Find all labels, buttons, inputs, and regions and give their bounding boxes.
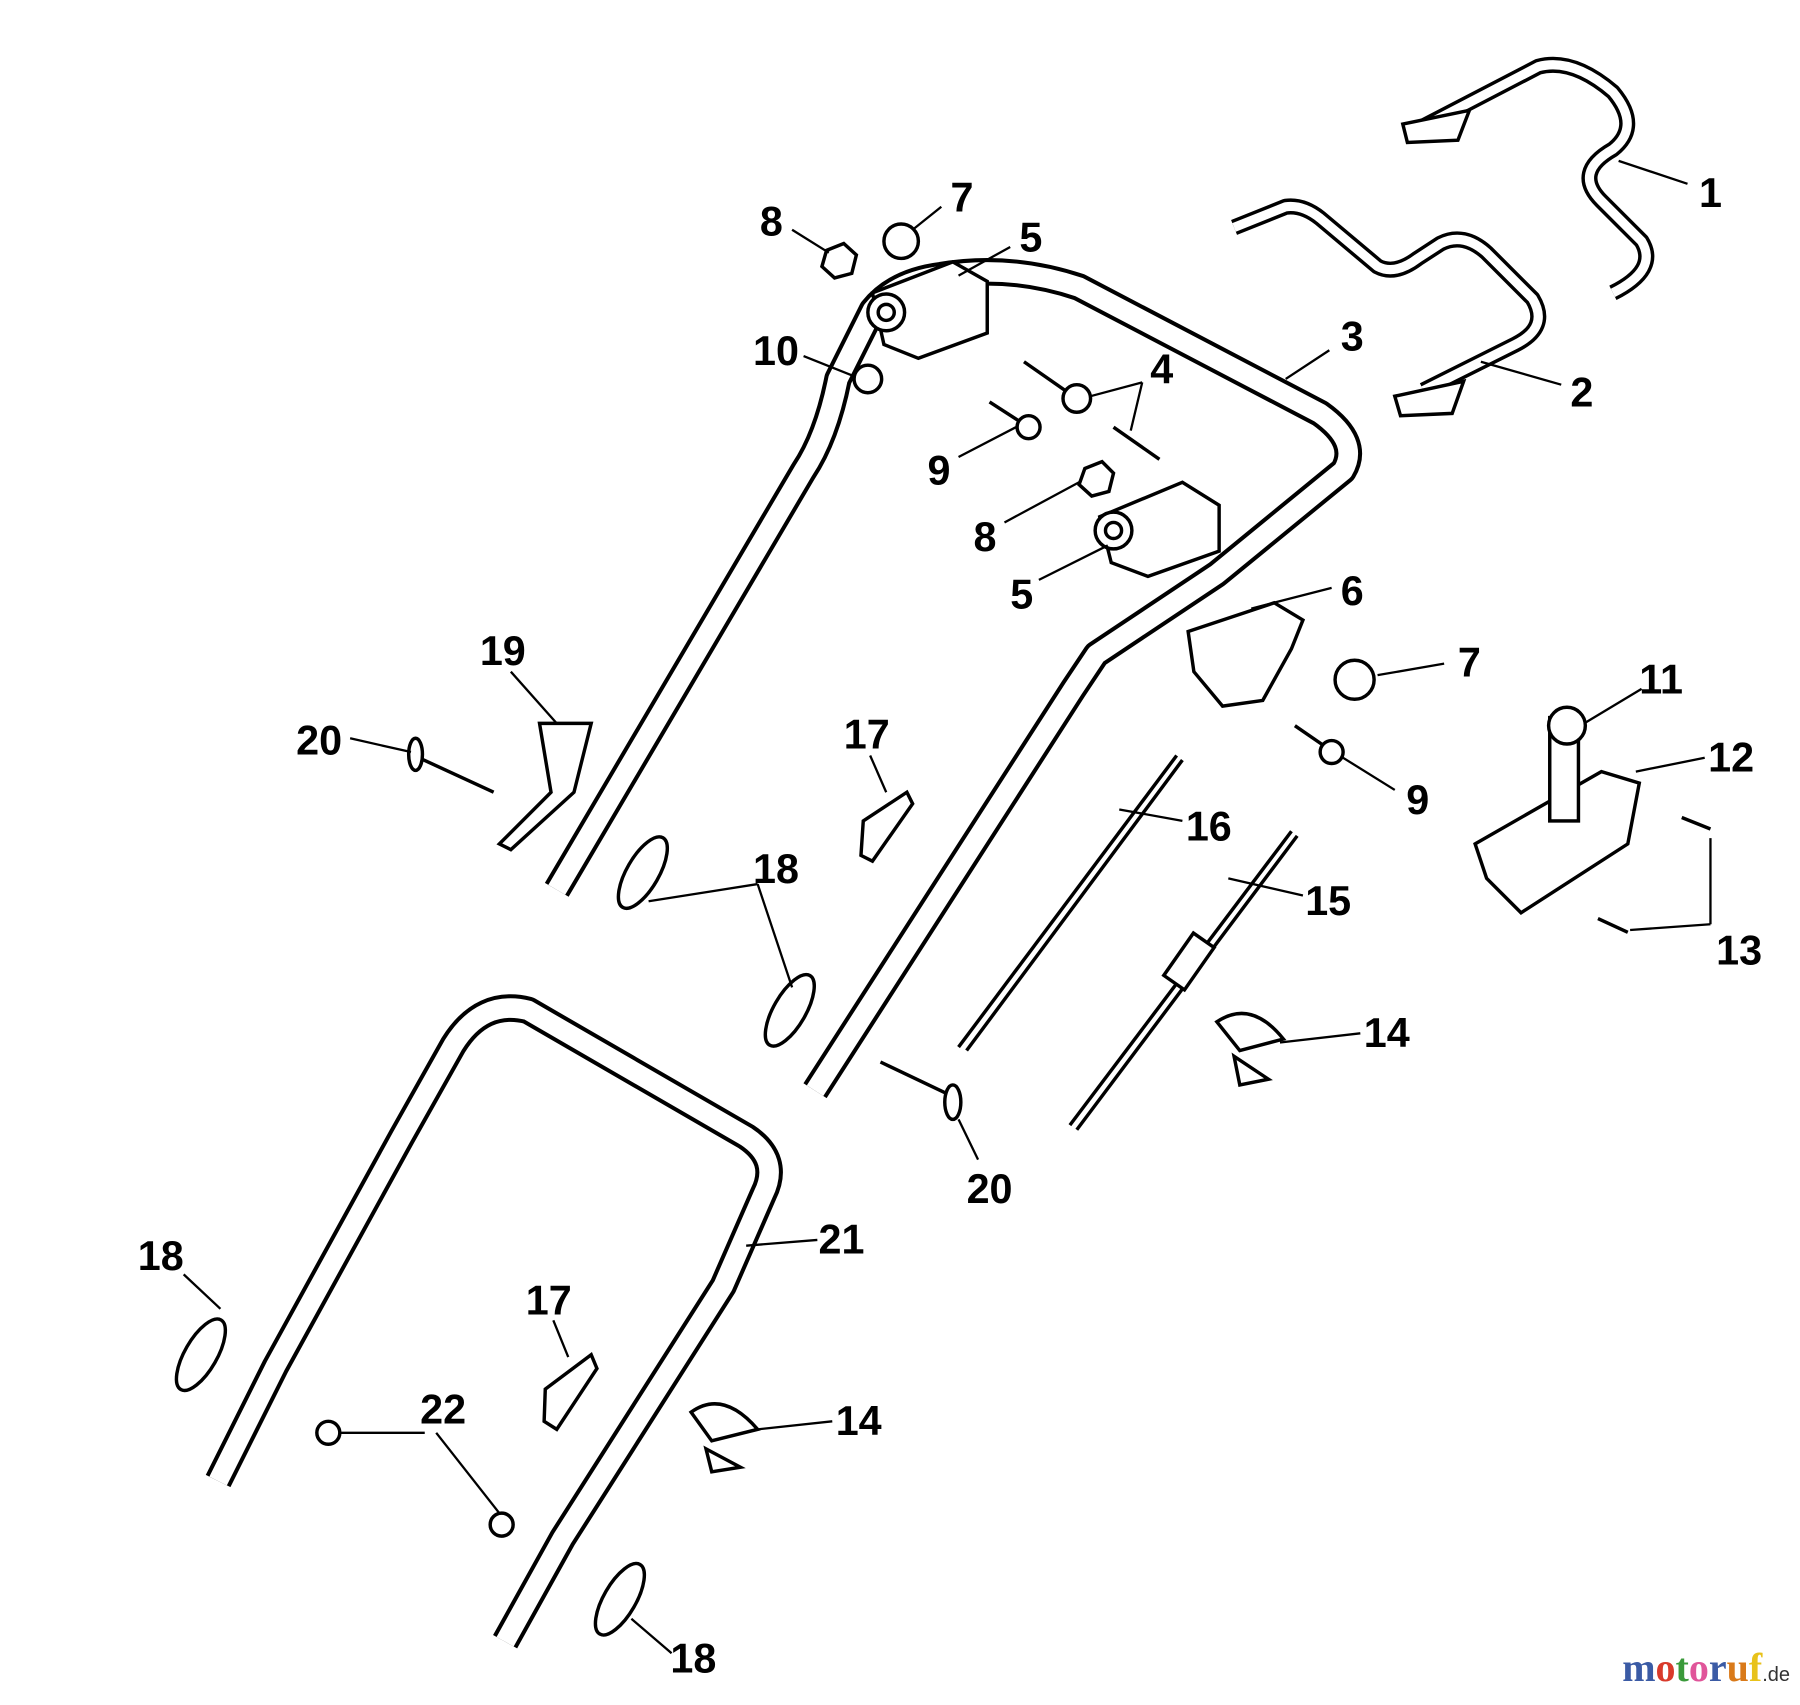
callout-7: 7	[950, 174, 973, 220]
callout-14: 14	[1364, 1010, 1410, 1056]
wing-nut-part-18-d	[593, 1561, 647, 1637]
bolt-part-20-b	[879, 1060, 963, 1122]
bolts-part-13	[1597, 815, 1712, 934]
plug-part-22	[315, 1419, 342, 1446]
upper-handle-part-3	[544, 258, 1362, 1099]
callout-22: 22	[420, 1387, 466, 1433]
plug-part-22-b	[488, 1511, 515, 1538]
callout-21: 21	[818, 1217, 864, 1263]
watermark-logo: motoruf.de	[1622, 1644, 1790, 1691]
callout-13: 13	[1716, 927, 1762, 973]
wing-nut-part-18-c	[174, 1317, 228, 1393]
wing-nut-part-18	[616, 835, 670, 911]
bolt-part-20	[406, 736, 495, 794]
bolt-part-4	[1022, 360, 1161, 461]
leader-lines	[182, 159, 1712, 1655]
callout-7: 7	[1458, 639, 1481, 685]
callout-3: 3	[1341, 313, 1364, 359]
callout-20: 20	[967, 1166, 1013, 1212]
clip-part-17-b	[542, 1352, 599, 1432]
callout-9: 9	[1406, 777, 1429, 823]
callout-8: 8	[760, 198, 783, 244]
washer-part-7	[882, 222, 921, 261]
watermark-tld: .de	[1762, 1664, 1790, 1686]
cable-part-15	[1068, 830, 1299, 1131]
callout-18: 18	[138, 1233, 184, 1279]
callout-8: 8	[973, 514, 996, 560]
callout-15: 15	[1305, 878, 1351, 924]
callout-17: 17	[526, 1278, 572, 1324]
callout-labels: 1 2 3 4 5 5 6 7 7 8 8 9 9 10 11 12 13 14…	[138, 170, 1762, 1682]
cap-part-7	[1333, 658, 1376, 701]
callout-12: 12	[1708, 735, 1754, 781]
callout-4: 4	[1150, 347, 1173, 393]
callout-2: 2	[1570, 370, 1593, 416]
clip-part-6	[1186, 600, 1306, 708]
screw-part-9	[988, 400, 1042, 441]
cable-guide-part-14-b	[688, 1402, 761, 1474]
callout-11: 11	[1639, 657, 1683, 703]
callout-6: 6	[1341, 568, 1364, 614]
callout-1: 1	[1699, 170, 1722, 216]
control-bar-part-2	[1231, 198, 1547, 418]
lower-handle-part-21	[205, 994, 783, 1649]
hinge-part-5-upper	[866, 259, 989, 361]
callout-14: 14	[836, 1398, 882, 1444]
callout-17: 17	[844, 712, 890, 758]
cable-part-16	[957, 754, 1184, 1052]
cable-guide-part-14	[1214, 1011, 1287, 1087]
callout-16: 16	[1186, 803, 1232, 849]
callout-5: 5	[1019, 215, 1042, 261]
clip-part-19	[496, 721, 594, 852]
screw-part-9-b	[1293, 724, 1345, 766]
callout-5: 5	[1010, 572, 1033, 618]
hinge-part-5-lower	[1093, 480, 1221, 579]
spacer-part-10	[852, 363, 884, 395]
callout-10: 10	[753, 328, 799, 374]
callout-9: 9	[928, 448, 951, 494]
control-bar-part-1	[1400, 56, 1655, 301]
callout-20: 20	[296, 717, 342, 763]
wing-nut-part-18-b	[763, 972, 816, 1048]
callout-19: 19	[480, 628, 526, 674]
clip-part-17	[859, 789, 915, 864]
callout-18: 18	[670, 1636, 716, 1682]
nut-part-8	[819, 241, 859, 280]
callout-18: 18	[753, 846, 799, 892]
watermark-brand: motoruf	[1622, 1645, 1763, 1690]
nut-part-8-b	[1077, 459, 1116, 498]
lever-part-11-12	[1473, 705, 1642, 915]
